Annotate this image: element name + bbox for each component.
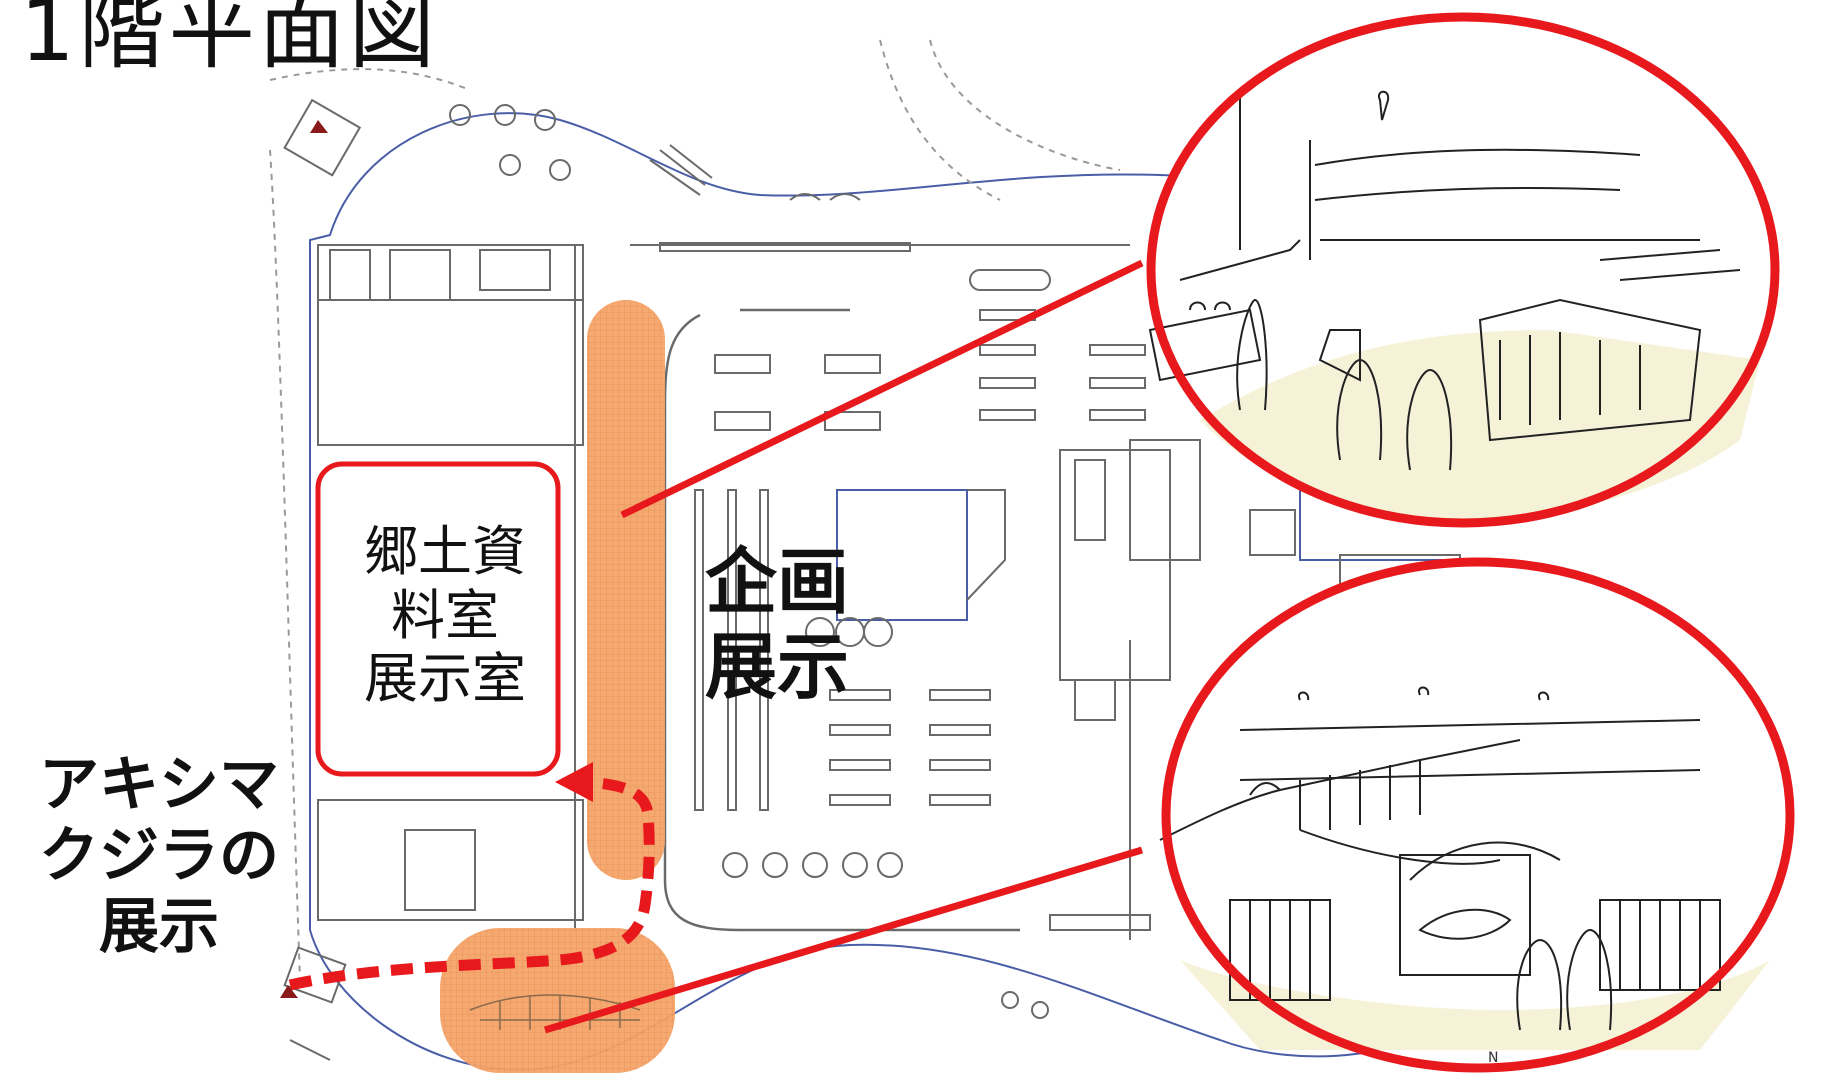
route-arrow	[288, 776, 655, 991]
exhibit-sketch-top	[1146, 12, 1780, 528]
callout-line-bottom	[543, 846, 1144, 1034]
akishima-whale-label: アキシマ クジラの 展示	[39, 750, 279, 962]
north-marker: N	[1488, 1050, 1498, 1066]
floor-plan	[269, 39, 1481, 1072]
exhibit-sketch-bottom	[1159, 557, 1795, 1073]
route-arrowhead	[555, 762, 593, 802]
local-history-room-label: 郷土資 料室 展示室	[364, 520, 526, 711]
special-exhibit-label: 企画 展示	[704, 540, 849, 709]
callout-line-top	[620, 259, 1144, 519]
entrance-marker-bottom	[280, 985, 298, 998]
entrance-marker-top	[310, 120, 328, 133]
local-history-room-highlight	[315, 461, 561, 777]
corridor-highlight	[587, 300, 665, 880]
page-title: 1階平面図	[20, 0, 439, 81]
